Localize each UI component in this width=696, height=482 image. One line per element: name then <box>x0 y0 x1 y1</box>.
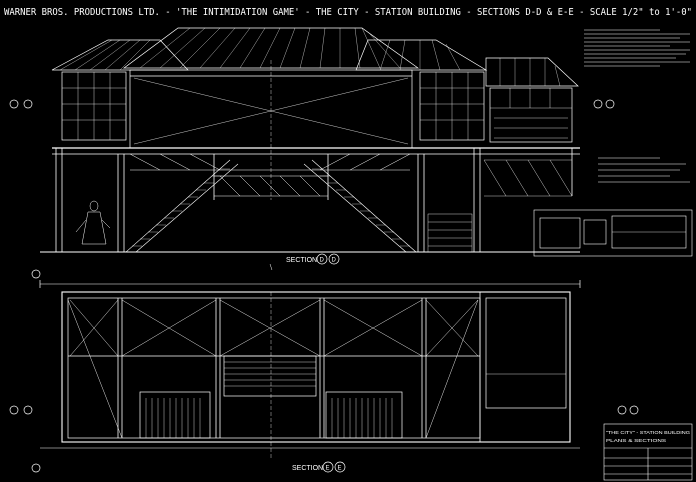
svg-text:SECTION: SECTION <box>292 465 323 472</box>
svg-text:E: E <box>338 466 342 472</box>
section-e-e-drawing <box>9 99 639 473</box>
svg-text:D: D <box>320 258 325 264</box>
general-notes <box>584 29 690 183</box>
section-e-e-label: SECTION E E <box>292 461 346 473</box>
svg-text:E: E <box>326 466 330 472</box>
title-block <box>603 423 693 481</box>
section-d-d-label: SECTION D D <box>286 253 340 265</box>
drawing-title: WARNER BROS. PRODUCTIONS LTD. - 'THE INT… <box>4 7 692 18</box>
title-block-line-2: PLANS & SECTIONS <box>606 438 666 443</box>
section-d-d-drawing <box>40 27 580 271</box>
svg-text:SECTION: SECTION <box>286 257 317 264</box>
svg-text:D: D <box>332 258 337 264</box>
title-block-line-1: "THE CITY" - STATION BUILDING <box>606 430 691 435</box>
key-plan <box>533 209 693 257</box>
